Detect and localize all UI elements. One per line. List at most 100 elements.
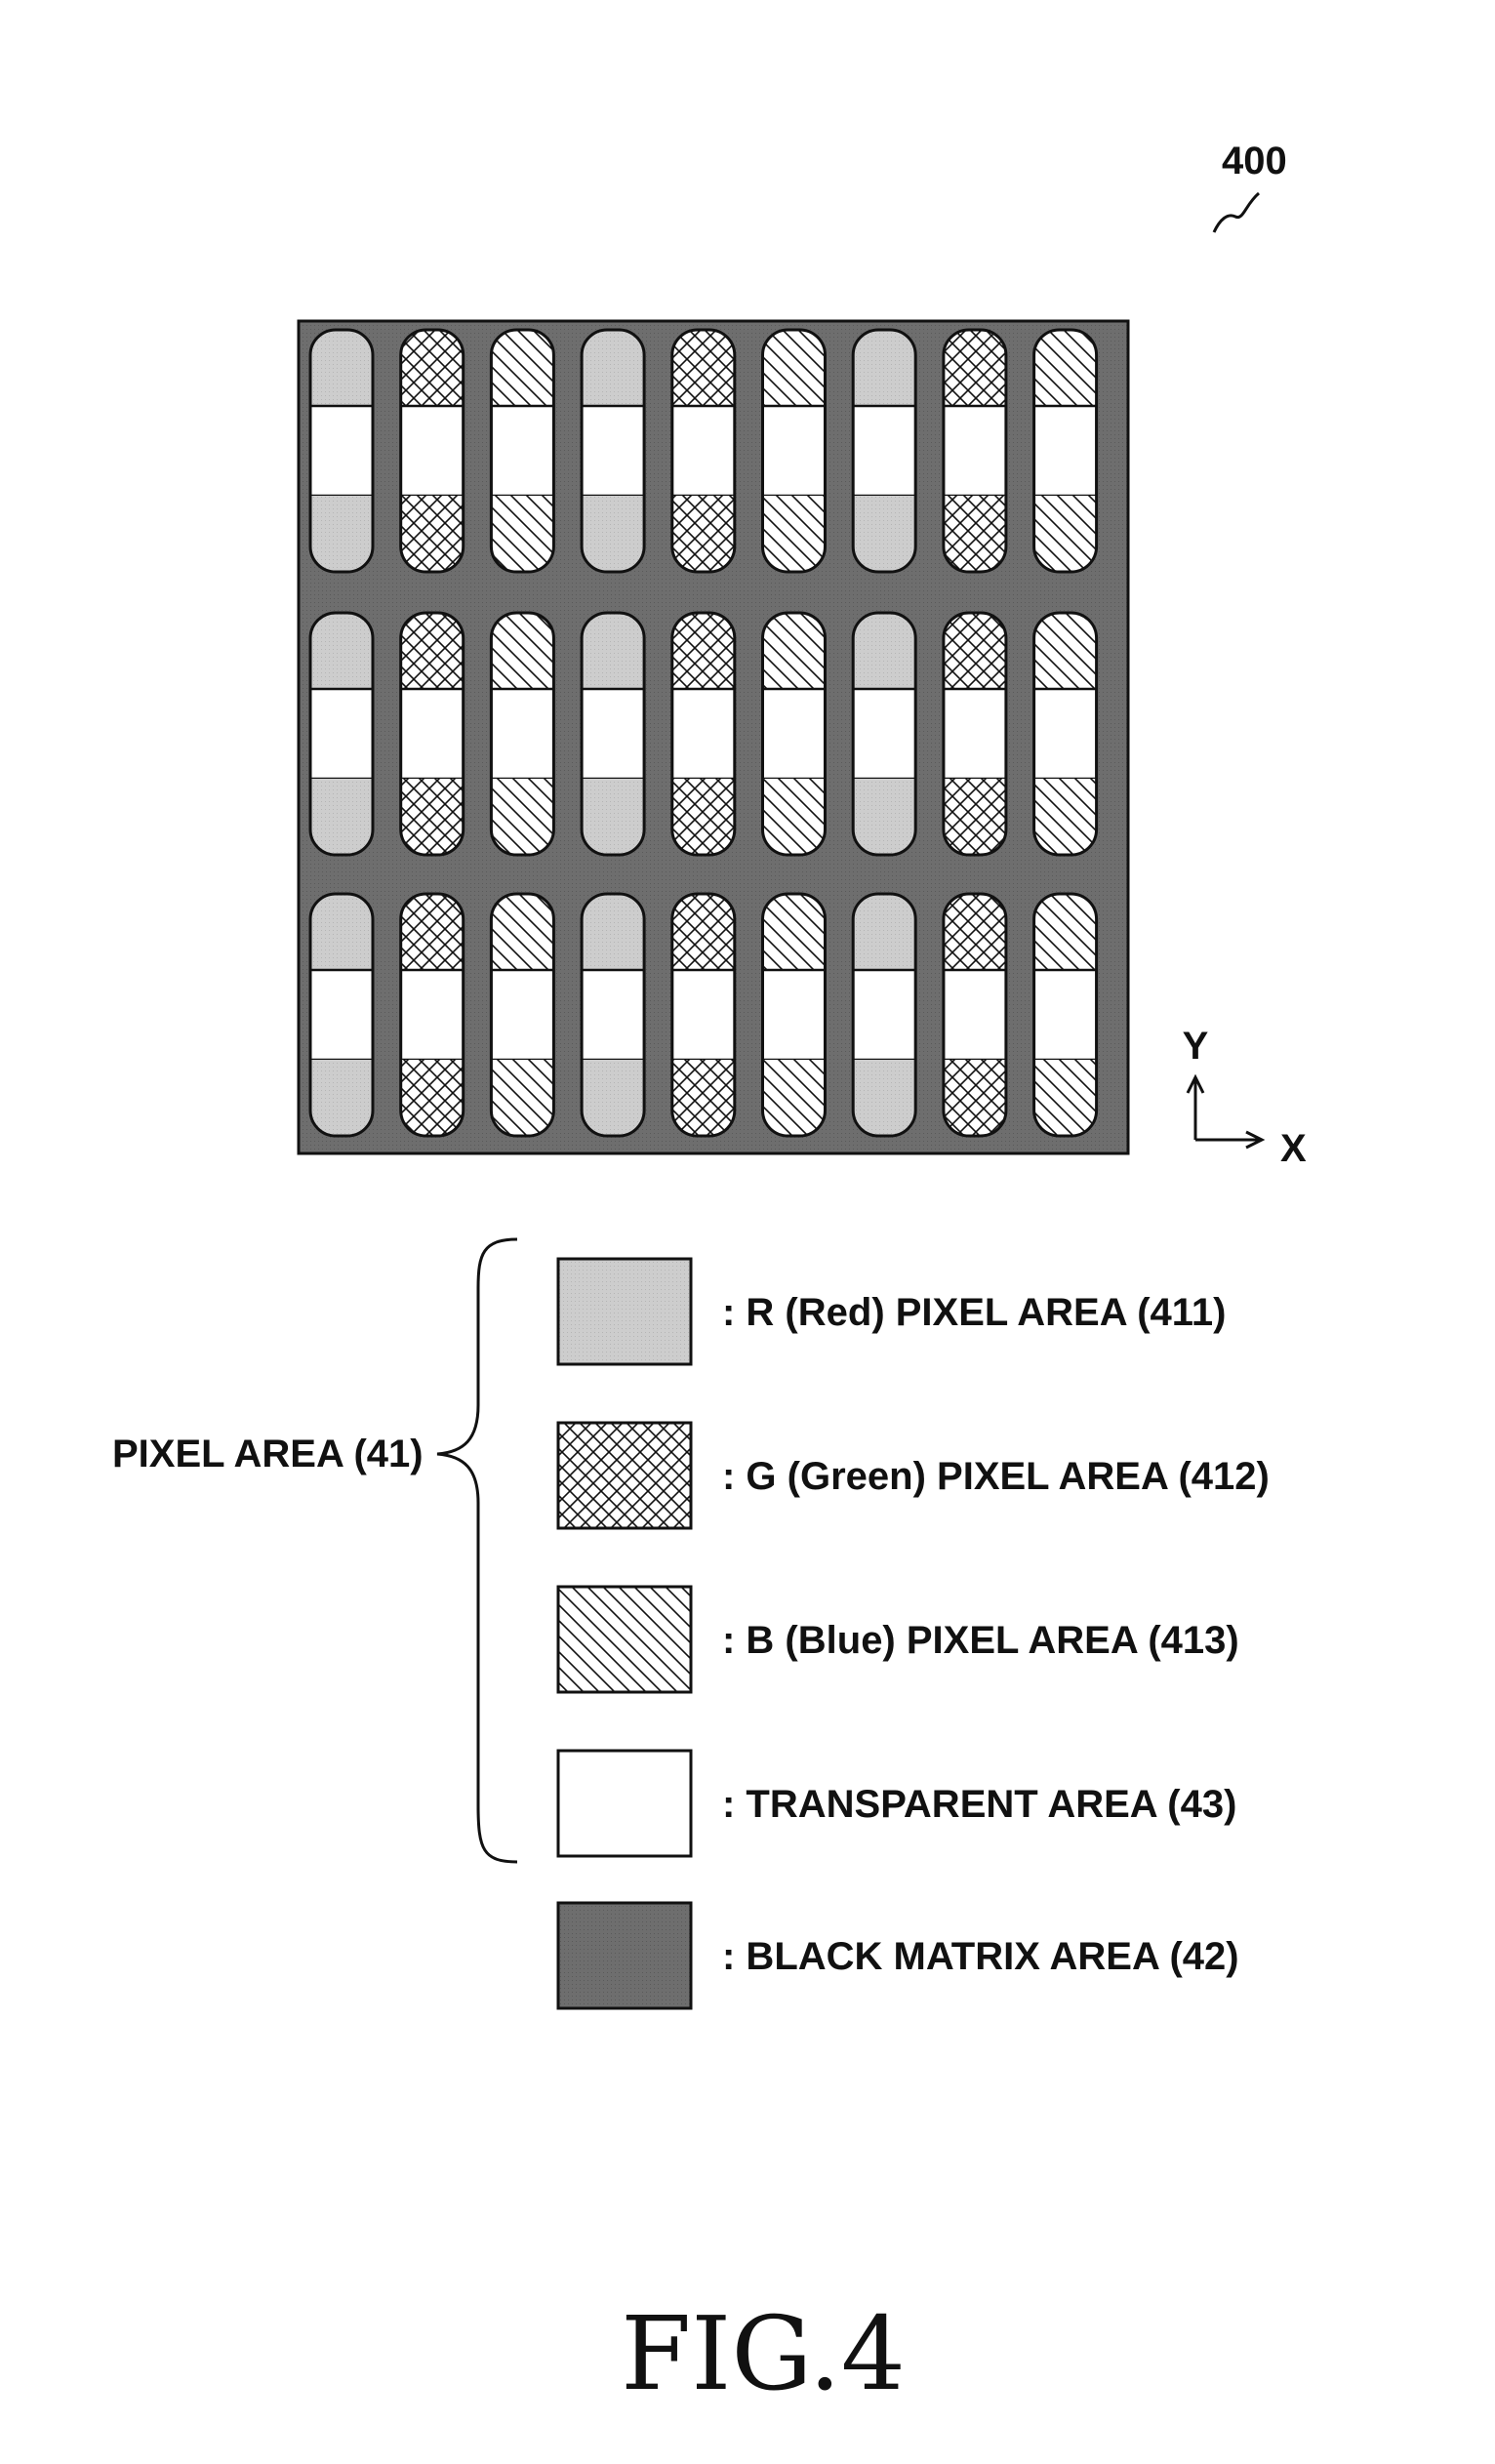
- figure-caption: FIG.4: [621, 2294, 906, 2413]
- legend-swatch-blue: [558, 1587, 691, 1692]
- pixel-color-top: [763, 330, 826, 406]
- legend-label-blue: : B (Blue) PIXEL AREA (413): [722, 1619, 1239, 1662]
- transparent-area: [1034, 970, 1097, 1060]
- pixel-color-top: [1034, 613, 1097, 689]
- pixel-color-bottom: [310, 1060, 373, 1136]
- pixel-green-r3-c2: [401, 894, 464, 1136]
- pixel-blue-r1-c6: [763, 330, 826, 572]
- transparent-area: [763, 406, 826, 496]
- pixel-color-top: [672, 330, 735, 406]
- pixel-color-top: [310, 330, 373, 406]
- pixel-color-top: [582, 330, 644, 406]
- pixel-blue-r3-c6: [763, 894, 826, 1136]
- pixel-color-bottom: [672, 496, 735, 572]
- pixel-color-bottom: [582, 496, 644, 572]
- transparent-area: [944, 406, 1006, 496]
- reference-squiggle: [1214, 193, 1259, 232]
- transparent-area: [763, 689, 826, 779]
- transparent-area: [491, 689, 553, 779]
- pixel-red-r3-c1: [310, 894, 373, 1136]
- pixel-green-r2-c2: [401, 613, 464, 855]
- transparent-area: [491, 970, 553, 1060]
- transparent-area: [401, 689, 464, 779]
- pixel-color-bottom: [1034, 779, 1097, 855]
- transparent-area: [944, 970, 1006, 1060]
- x-axis-label: X: [1280, 1127, 1307, 1170]
- transparent-area: [491, 406, 553, 496]
- pixel-green-r2-c8: [944, 613, 1006, 855]
- pixel-color-bottom: [763, 496, 826, 572]
- pixel-color-bottom: [401, 779, 464, 855]
- pixel-color-top: [491, 613, 553, 689]
- transparent-area: [401, 970, 464, 1060]
- pixel-color-bottom: [1034, 496, 1097, 572]
- pixel-green-r3-c5: [672, 894, 735, 1136]
- pixel-color-bottom: [853, 1060, 915, 1136]
- pixel-color-top: [672, 613, 735, 689]
- pixel-color-bottom: [944, 779, 1006, 855]
- curly-brace-icon: [437, 1239, 517, 1862]
- pixel-blue-r3-c9: [1034, 894, 1097, 1136]
- transparent-area: [853, 406, 915, 496]
- transparent-area: [672, 970, 735, 1060]
- pixel-color-top: [582, 613, 644, 689]
- pixel-color-bottom: [672, 1060, 735, 1136]
- legend-swatch-black-matrix: [558, 1903, 691, 2008]
- pixel-color-bottom: [582, 1060, 644, 1136]
- pixel-color-bottom: [1034, 1060, 1097, 1136]
- legend-swatch-green: [558, 1423, 691, 1528]
- transparent-area: [672, 689, 735, 779]
- pixel-color-top: [401, 894, 464, 970]
- pixel-blue-r2-c3: [491, 613, 553, 855]
- pixel-red-r2-c4: [582, 613, 644, 855]
- pixel-color-bottom: [763, 1060, 826, 1136]
- y-axis-label: Y: [1183, 1025, 1209, 1068]
- pixel-red-r2-c7: [853, 613, 915, 855]
- transparent-area: [310, 406, 373, 496]
- reference-number: 400: [1222, 140, 1287, 182]
- pixel-color-bottom: [763, 779, 826, 855]
- legend-swatch-red: [558, 1259, 691, 1364]
- pixel-color-bottom: [944, 1060, 1006, 1136]
- group-label: PIXEL AREA (41): [112, 1433, 424, 1475]
- pixel-color-bottom: [944, 496, 1006, 572]
- transparent-area: [763, 970, 826, 1060]
- pixel-color-top: [310, 613, 373, 689]
- pixel-color-top: [944, 330, 1006, 406]
- pixel-color-top: [491, 330, 553, 406]
- pixel-red-r3-c4: [582, 894, 644, 1136]
- pixel-color-top: [944, 613, 1006, 689]
- pixel-color-top: [853, 330, 915, 406]
- pixel-red-r1-c4: [582, 330, 644, 572]
- pixel-color-top: [853, 894, 915, 970]
- pixel-blue-r1-c3: [491, 330, 553, 572]
- pixel-color-bottom: [853, 779, 915, 855]
- transparent-area: [853, 970, 915, 1060]
- transparent-area: [582, 970, 644, 1060]
- pixel-color-top: [672, 894, 735, 970]
- pixel-color-bottom: [310, 779, 373, 855]
- pixel-red-r1-c7: [853, 330, 915, 572]
- transparent-area: [310, 970, 373, 1060]
- pixel-color-top: [944, 894, 1006, 970]
- legend-label-transparent: : TRANSPARENT AREA (43): [722, 1783, 1236, 1826]
- pixel-color-bottom: [853, 496, 915, 572]
- transparent-area: [582, 689, 644, 779]
- pixel-blue-r2-c6: [763, 613, 826, 855]
- axis-indicator: Y X: [1183, 1025, 1307, 1170]
- pixel-red-r1-c1: [310, 330, 373, 572]
- pixel-color-top: [1034, 894, 1097, 970]
- pixel-color-top: [853, 613, 915, 689]
- pixel-color-top: [401, 330, 464, 406]
- pixel-color-bottom: [401, 496, 464, 572]
- transparent-area: [310, 689, 373, 779]
- pixel-color-bottom: [491, 1060, 553, 1136]
- pixel-color-bottom: [672, 779, 735, 855]
- transparent-area: [1034, 406, 1097, 496]
- transparent-area: [1034, 689, 1097, 779]
- legend-label-red: : R (Red) PIXEL AREA (411): [722, 1291, 1226, 1334]
- transparent-area: [582, 406, 644, 496]
- pixel-blue-r3-c3: [491, 894, 553, 1136]
- pixel-green-r3-c8: [944, 894, 1006, 1136]
- transparent-area: [672, 406, 735, 496]
